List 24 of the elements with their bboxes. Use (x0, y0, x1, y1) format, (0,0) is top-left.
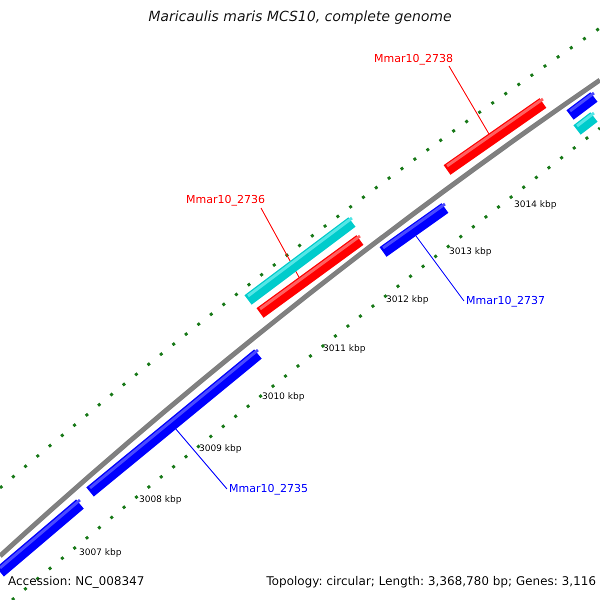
gene-feature-block (244, 216, 356, 305)
info-text: Topology: circular; Length: 3,368,780 bp; Genes: 3,116 (266, 575, 596, 588)
position-label: 3013 kbp (449, 248, 492, 258)
gene-feature-block (256, 234, 364, 318)
position-label: 3011 kbp (323, 345, 366, 355)
position-label: 3010 kbp (262, 393, 304, 403)
gene-label: Mmar10_2735 (229, 483, 308, 496)
gene-label: Mmar10_2737 (466, 295, 545, 308)
gene-feature-block (380, 202, 448, 257)
position-label: 3012 kbp (386, 296, 428, 306)
gene-label: Mmar10_2736 (186, 194, 265, 206)
info-text: Accession: NC_008347 (8, 575, 144, 588)
diagram-title: Maricaulis maris MCS10, complete genome (147, 10, 453, 26)
position-label: 3009 kbp (199, 445, 242, 455)
gene-feature-block (444, 98, 546, 175)
gene-feature-block (573, 112, 598, 135)
leader-line (174, 428, 228, 490)
leader-line (448, 66, 490, 134)
gene-feature-block (566, 92, 598, 120)
position-label: 3007 kbp (79, 549, 122, 559)
leader-line (416, 236, 464, 302)
gene-label: Mmar10_2738 (374, 53, 453, 66)
position-label: 3008 kbp (139, 496, 182, 506)
position-label: 3014 kbp (514, 201, 556, 211)
